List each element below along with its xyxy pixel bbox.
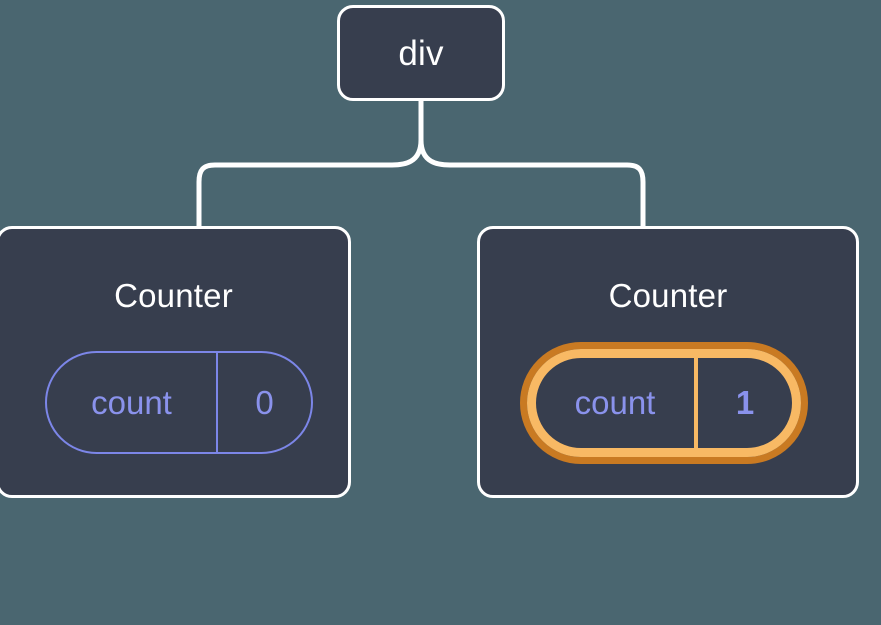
state-value-label: 0	[255, 383, 274, 421]
node-counter-left[interactable]: Counter count 0	[0, 226, 351, 498]
diagram-canvas: div Counter count 0 Counter count 1	[0, 5, 859, 498]
node-root-div[interactable]: div	[337, 5, 505, 101]
connector-right-branch	[418, 137, 646, 229]
state-key-label: count	[91, 383, 172, 421]
state-pill-count-left[interactable]: count 0	[45, 351, 313, 454]
node-counter-right[interactable]: Counter count 1	[477, 226, 859, 498]
state-pill-count-right-highlight[interactable]: count 1	[520, 342, 808, 464]
root-node-label: div	[398, 33, 444, 73]
state-pill-divider	[216, 353, 218, 452]
counter-right-title: Counter	[608, 277, 728, 314]
state-value-label: 1	[735, 384, 755, 421]
connector-left-branch	[196, 137, 424, 229]
state-key-label: count	[574, 384, 656, 421]
state-pill-divider	[694, 358, 698, 448]
counter-left-title: Counter	[114, 277, 233, 314]
state-pill-inner-ring: count 1	[527, 349, 801, 457]
